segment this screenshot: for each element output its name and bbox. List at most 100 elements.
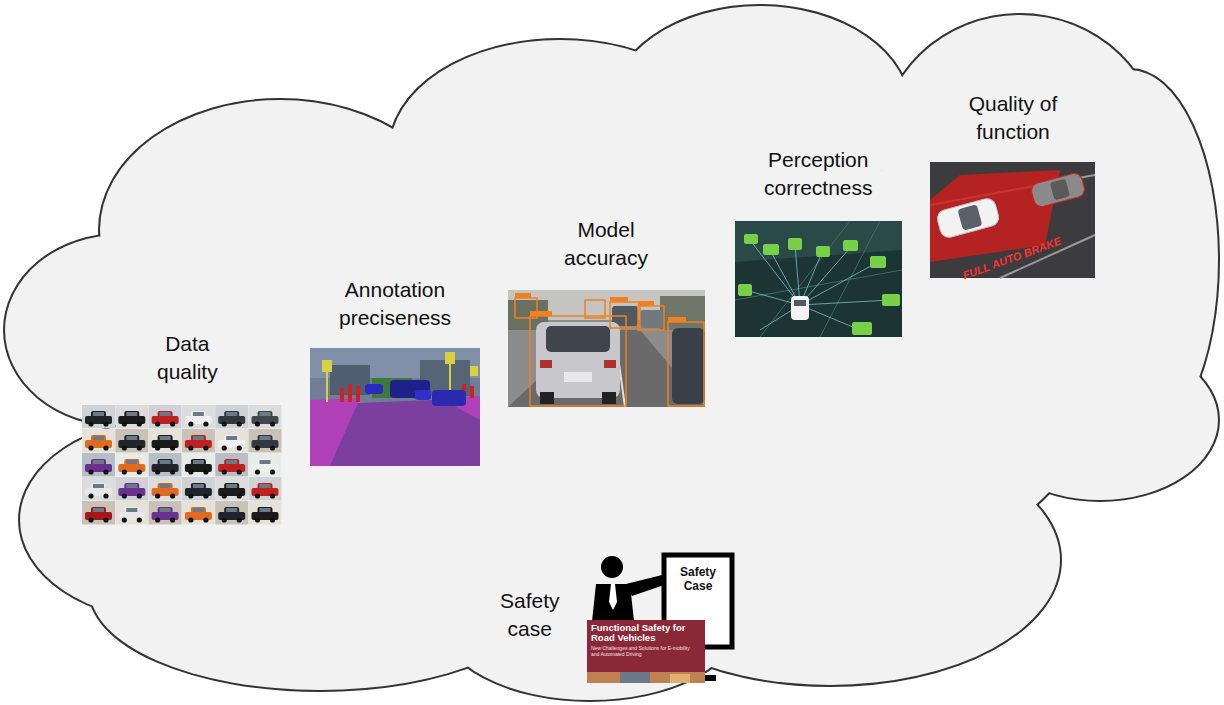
auto-brake-scene-part: [957, 204, 982, 230]
car-photo-grid-part: [115, 405, 148, 429]
book-cover-part: [587, 620, 705, 683]
segmentation-image-part: [470, 386, 474, 398]
stage-label: Annotation preciseness: [339, 276, 451, 332]
perception-scene-part: [820, 221, 880, 337]
car-photo-grid-part: [249, 405, 282, 429]
car-photo-grid-part: [215, 501, 248, 525]
perception-scene-part: [843, 240, 858, 251]
detection-photo-part: [564, 372, 592, 382]
book-title: Functional Safety for Road Vehicles: [591, 623, 701, 644]
car-photo-grid-part: [182, 429, 215, 453]
car-photo-grid-part: [155, 517, 160, 522]
car-photo-grid-part: [270, 517, 275, 522]
car-photo-grid-part: [249, 477, 282, 501]
car-photo-grid-part: [82, 405, 115, 429]
detection-photo-part: [515, 293, 531, 298]
detection-photo-part: [640, 310, 662, 328]
car-photo-grid-part: [160, 460, 171, 464]
detection-photo-part: [515, 293, 686, 322]
detection-photo-part: [638, 306, 664, 330]
cloud-outline-part: [440, 540, 740, 700]
perception-scene-part: [882, 294, 900, 306]
car-photo-grid-part: [103, 421, 108, 426]
car-photo-grid-part: [149, 477, 182, 501]
car-photo-grid-part: [126, 460, 137, 464]
car-photo-grid-part: [222, 493, 227, 498]
car-photo-grid-part: [249, 453, 282, 477]
car-photo-grid: [82, 405, 282, 525]
car-photo-grid-part: [226, 436, 237, 440]
car-photo-grid-part: [103, 445, 108, 450]
perception-scene-part: [735, 270, 902, 300]
perception-scene-part: [745, 240, 890, 330]
detection-photo-part: [540, 360, 552, 368]
perception-scene-part: [791, 296, 809, 320]
car-photo-grid-part: [215, 477, 248, 501]
perception-scene-part: [816, 246, 830, 257]
car-photo-grid-part: [115, 453, 148, 477]
car-photo-grid-part: [203, 421, 208, 426]
car-photo-grid-part: [170, 517, 175, 522]
car-photo-grid-part: [82, 453, 115, 477]
perception-scene-part: [800, 262, 878, 305]
car-photo-grid-part: [103, 517, 108, 522]
car-photo-grid-part: [160, 436, 171, 440]
car-photo-grid-part: [122, 517, 127, 522]
car-photo-grid-part: [249, 477, 282, 501]
stage-label: Data quality: [157, 330, 218, 386]
car-photo-grid-part: [155, 421, 160, 426]
detection-photo-part: [604, 360, 616, 368]
car-photo-grid-part: [115, 477, 148, 501]
car-photo-grid-part: [215, 453, 248, 477]
car-photo-grid-part: [203, 469, 208, 474]
book-cover-part: [670, 674, 690, 683]
car-photo-grid-part: [226, 412, 237, 416]
car-photo-grid-part: [122, 469, 127, 474]
perception-scene-part: [735, 221, 902, 337]
car-photo-grid-part: [215, 477, 248, 501]
car-photo-grid-part: [82, 501, 115, 525]
car-photo-grid-part: [182, 477, 215, 501]
car-photo-grid-part: [182, 453, 215, 477]
car-photo-grid-part: [122, 493, 127, 498]
detection-photo-part: [515, 298, 704, 406]
detection-photo-part: [610, 302, 640, 328]
car-photo-grid-part: [103, 493, 108, 498]
car-photo-grid-part: [137, 469, 142, 474]
car-photo-grid-part: [82, 429, 115, 453]
car-photo-grid-part: [215, 405, 248, 429]
stage-label: Perception correctness: [764, 146, 873, 202]
segmentation-image-part: [415, 390, 431, 400]
auto-brake-scene-part: [1030, 172, 1086, 209]
car-photo-grid-part: [260, 412, 271, 416]
car-photo-grid-part: [203, 445, 208, 450]
car-photo-grid-part: [226, 460, 237, 464]
car-photo-grid-part: [260, 436, 271, 440]
segmentation-image-part: [310, 348, 480, 466]
car-photo-grid-part: [149, 453, 182, 477]
car-photo-grid-part: [115, 501, 148, 525]
detection-photo-part: [610, 297, 628, 302]
car-photo-grid-part: [137, 493, 142, 498]
segmentation-image-part: [365, 384, 383, 394]
car-photo-grid-part: [82, 501, 115, 525]
car-photo-grid-part: [182, 453, 215, 477]
car-photo-grid-part: [188, 445, 193, 450]
car-photo-grid-part: [255, 445, 260, 450]
segmentation-image: [310, 348, 480, 466]
perception-scene-part: [744, 234, 758, 244]
car-photo-grid-part: [182, 501, 215, 525]
car-photo-grid-part: [260, 508, 271, 512]
detection-photo-part: [668, 322, 704, 406]
perception-scene-part: [738, 284, 752, 296]
car-photo-grid-part: [149, 429, 182, 453]
perception-scene-part: [788, 238, 802, 250]
car-photo-grid-part: [170, 493, 175, 498]
car-photo-grid-part: [188, 469, 193, 474]
car-photo-grid-part: [137, 421, 142, 426]
car-photo-grid-part: [126, 412, 137, 416]
car-photo-grid-part: [88, 469, 93, 474]
car-photo-grid-part: [82, 477, 115, 501]
